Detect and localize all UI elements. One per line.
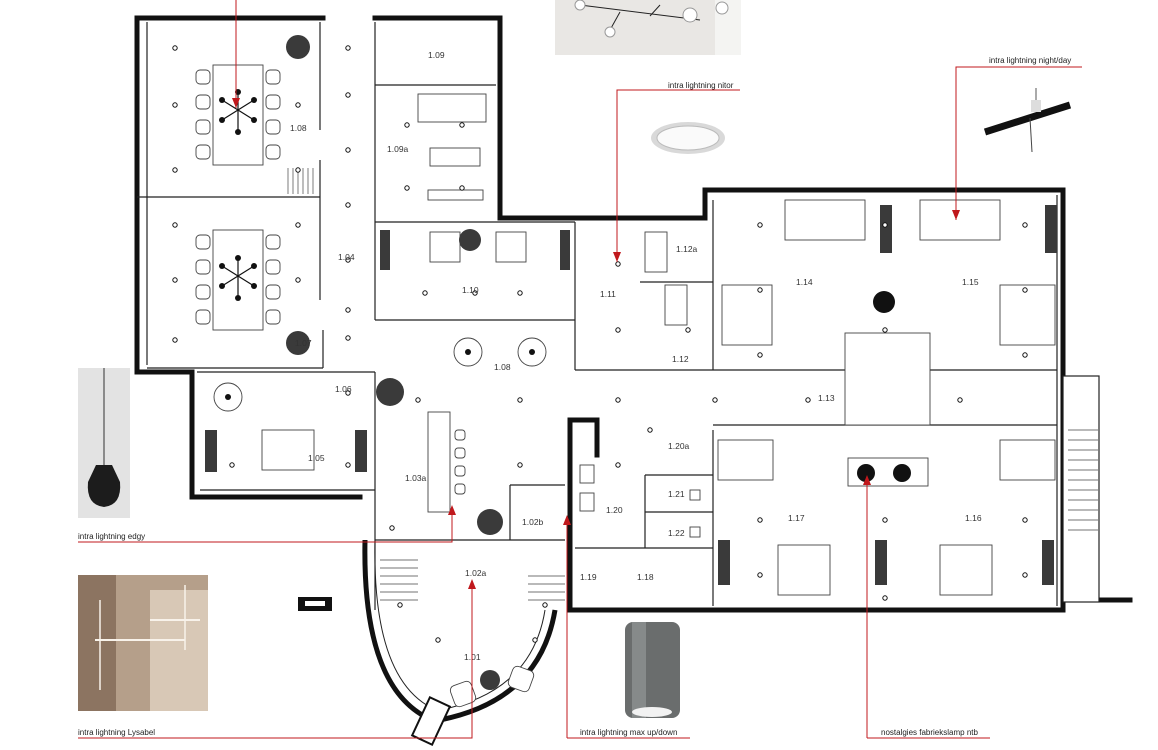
- room-label-1.12a: 1.12a: [676, 244, 698, 254]
- chandelier-photo: [555, 0, 741, 55]
- room-label-1.09: 1.09: [428, 50, 445, 60]
- room-label-1.03a: 1.03a: [405, 473, 427, 483]
- room-label-1.02a: 1.02a: [465, 568, 487, 578]
- room-label-1.05: 1.05: [308, 453, 325, 463]
- room-label-1.16: 1.16: [965, 513, 982, 523]
- room-label-1.10: 1.10: [462, 285, 479, 295]
- room-label-1.08b: 1.08: [494, 362, 511, 372]
- room-label-1.12: 1.12: [672, 354, 689, 364]
- room-label-wc1: 1.21: [668, 489, 685, 499]
- room-label-1.09a: 1.09a: [387, 144, 409, 154]
- room-label-1.08: 1.08: [290, 123, 307, 133]
- plants: [205, 35, 1057, 585]
- room-label-1.11: 1.11: [600, 289, 616, 299]
- room-label-1.14: 1.14: [796, 277, 813, 287]
- room-label-1.13: 1.13: [818, 393, 835, 403]
- room-label-1.20: 1.18: [637, 572, 654, 582]
- room-label-1.19: 1.20a: [668, 441, 690, 451]
- callout-labels: intra lightning nitor intra lightning ni…: [78, 56, 1071, 737]
- linear-light-photo: [983, 88, 1072, 153]
- callout-edgy: intra lightning edgy: [78, 532, 145, 541]
- callout-lysabel: intra lightning Lysabel: [78, 728, 155, 737]
- room-label-1.07: 1.07: [295, 338, 312, 348]
- linear-system-photo: [78, 575, 208, 711]
- room-label-1.15: 1.15: [962, 277, 979, 287]
- room-label-wc2: 1.22: [668, 528, 685, 538]
- callout-leaders: [78, 0, 1082, 739]
- room-label-1.17: 1.17: [788, 513, 805, 523]
- callout-night-day: intra lightning night/day: [989, 56, 1071, 65]
- callout-max-updown: intra lightning max up/down: [580, 728, 677, 737]
- room-label-1.02b: 1.02b: [522, 517, 544, 527]
- pendant-lamp-photo: [78, 368, 130, 518]
- room-label-1.18: 1.20: [606, 505, 623, 515]
- wall-light-photo: [625, 622, 680, 718]
- room-labels: 1.09 1.08 1.09a 1.04 1.12a 1.10 1.11 1.1…: [290, 50, 982, 662]
- callout-fabriekslamp: nostalgies fabriekslamp ntb: [881, 728, 978, 737]
- ceiling-lights: [172, 45, 1028, 643]
- recessed-light-photo: [651, 122, 725, 154]
- callout-nitor: intra lightning nitor: [668, 81, 734, 90]
- room-label-1.20a: 1.19: [580, 572, 597, 582]
- room-label-1.04: 1.04: [338, 252, 355, 262]
- walls: [134, 15, 1133, 747]
- room-label-1.06: 1.06: [335, 384, 352, 394]
